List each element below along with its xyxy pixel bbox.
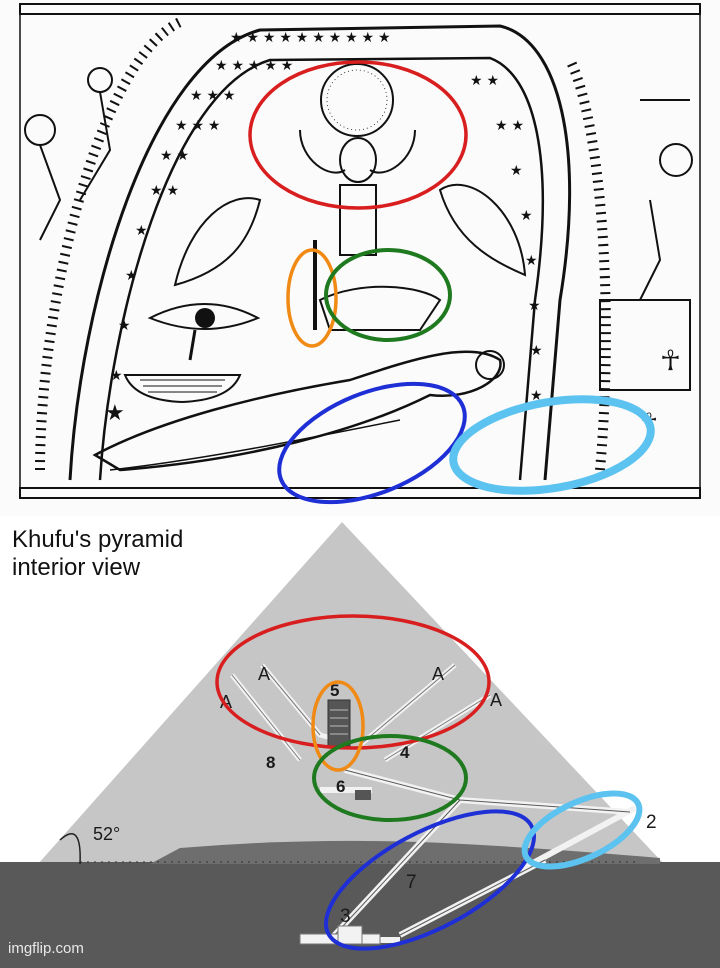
label-3: 3 xyxy=(340,906,351,927)
light-blue-highlight-pyramid xyxy=(521,790,643,870)
title-line-2: interior view xyxy=(12,554,141,581)
star-field: ★ ★ ★ ★ ★ ★ ★ ★ ★ ★ ★ ★ ★ ★ ★ ★ ★ ★ ★ ★ … xyxy=(110,29,543,403)
svg-text:☥: ☥ xyxy=(660,344,681,377)
kings-chamber xyxy=(327,699,351,747)
svg-text:★: ★ xyxy=(110,367,123,383)
svg-text:★ ★: ★ ★ xyxy=(160,147,189,163)
red-highlight-relief xyxy=(248,60,468,210)
svg-text:★: ★ xyxy=(510,162,523,178)
blue-highlight-relief xyxy=(277,381,467,505)
svg-text:★: ★ xyxy=(530,387,543,403)
svg-text:★ ★ ★ ★ ★ ★ ★ ★ ★ ★: ★ ★ ★ ★ ★ ★ ★ ★ ★ ★ xyxy=(230,29,391,45)
svg-text:★ ★: ★ ★ xyxy=(470,72,499,88)
watermark: imgflip.com xyxy=(8,940,84,957)
label-a-3: A xyxy=(432,664,444,684)
svg-text:★ ★: ★ ★ xyxy=(495,117,524,133)
pyramid-highlights xyxy=(215,614,643,951)
svg-text:★: ★ xyxy=(105,401,125,426)
angle-label: 52° xyxy=(93,824,120,844)
svg-text:★: ★ xyxy=(530,342,543,358)
pyramid-shape xyxy=(38,522,664,864)
svg-text:★: ★ xyxy=(525,252,538,268)
queens-chamber xyxy=(355,790,371,800)
label-6: 6 xyxy=(336,777,345,796)
svg-text:★ ★: ★ ★ xyxy=(150,182,179,198)
label-a-2: A xyxy=(258,664,270,684)
svg-text:★ ★ ★: ★ ★ ★ xyxy=(190,87,235,103)
orange-highlight-pyramid xyxy=(311,680,365,772)
green-highlight-pyramid xyxy=(312,734,468,822)
blue-highlight-pyramid xyxy=(323,809,537,951)
label-5: 5 xyxy=(330,681,339,700)
label-4: 4 xyxy=(400,743,410,762)
diagram-title: Khufu's pyramid interior view xyxy=(12,526,183,582)
svg-text:★: ★ xyxy=(125,267,138,283)
label-8: 8 xyxy=(266,753,275,772)
light-blue-highlight-relief xyxy=(449,395,655,495)
svg-text:★: ★ xyxy=(528,297,541,313)
svg-text:★ ★ ★ ★ ★: ★ ★ ★ ★ ★ xyxy=(215,57,293,73)
ground xyxy=(0,862,720,968)
svg-text:★ ★ ★: ★ ★ ★ xyxy=(175,117,220,133)
label-2: 2 xyxy=(646,812,657,833)
pyramid-panel: 52° xyxy=(0,516,720,968)
green-highlight-relief xyxy=(324,248,452,342)
orange-highlight-relief xyxy=(286,248,338,348)
title-line-1: Khufu's pyramid xyxy=(12,526,184,553)
label-7: 7 xyxy=(406,872,417,893)
svg-text:★: ★ xyxy=(135,222,148,238)
label-a-4: A xyxy=(490,690,502,710)
svg-text:★: ★ xyxy=(118,317,131,333)
relief-panel: ★ ★ ★ ★ ★ ★ ★ ★ ★ ★ ★ ★ ★ ★ ★ ★ ★ ★ ★ ★ … xyxy=(19,3,701,499)
relief-highlights xyxy=(248,60,655,505)
svg-text:★: ★ xyxy=(520,207,533,223)
red-highlight-pyramid xyxy=(215,614,491,750)
